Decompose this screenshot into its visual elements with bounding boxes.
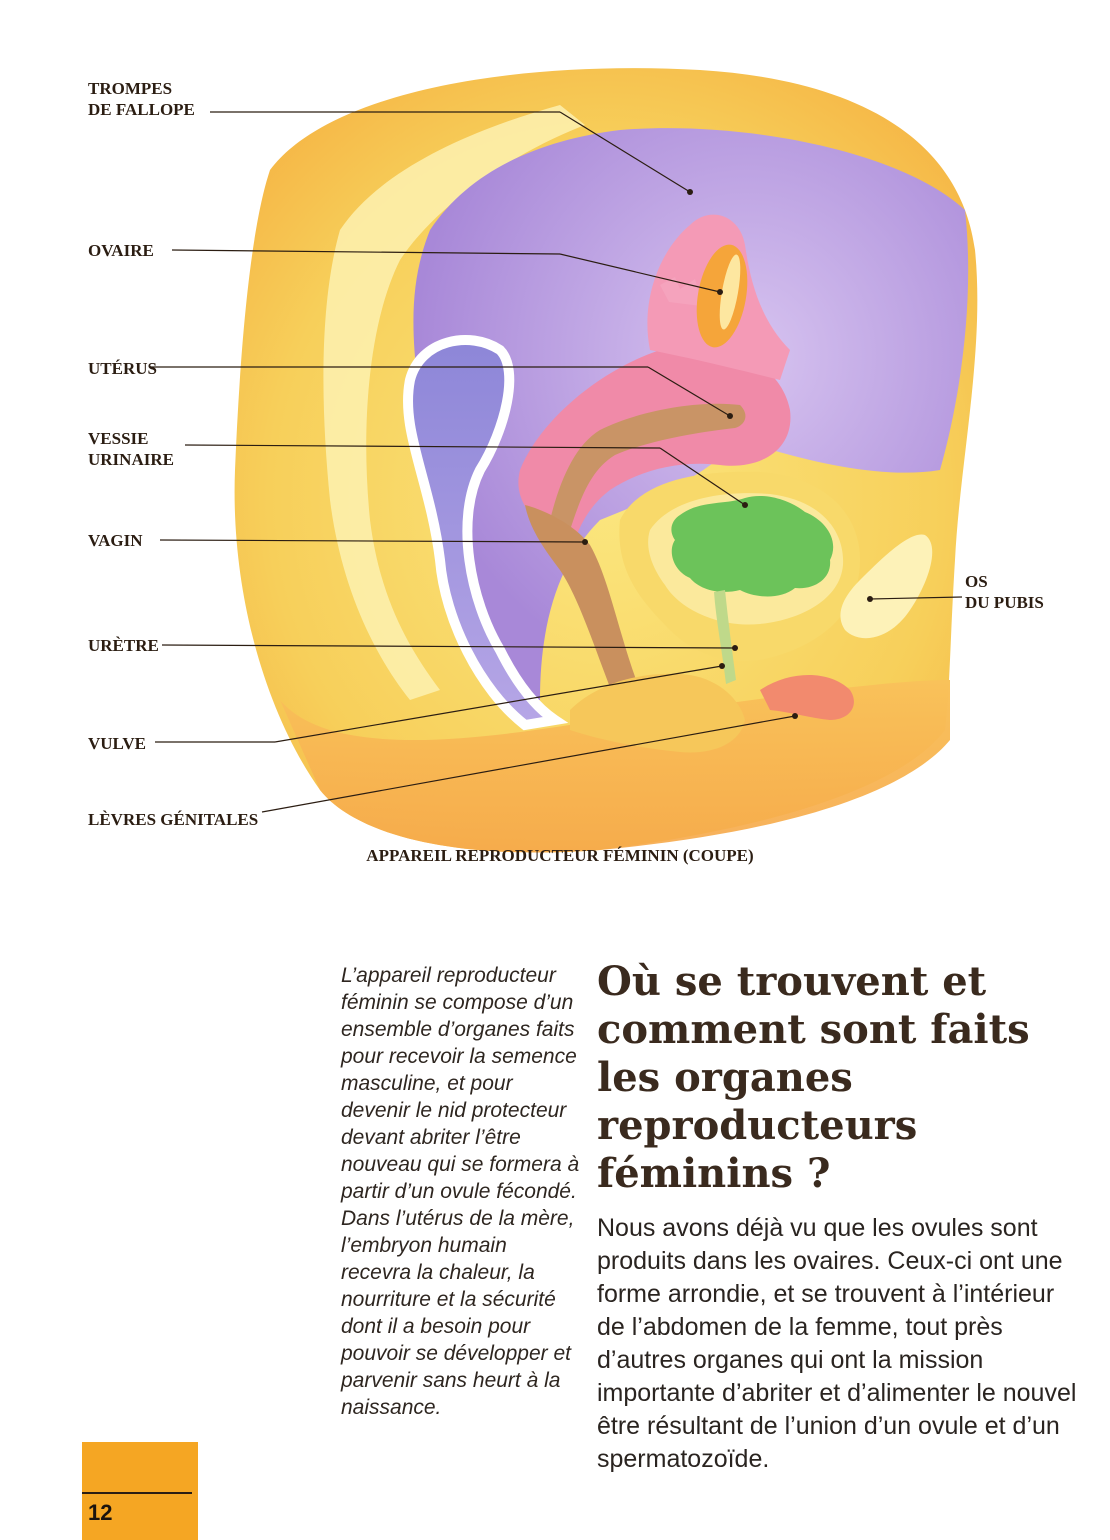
leader-ovary-b xyxy=(559,253,721,293)
label-fallopian-tubes: TROMPES DE FALLOPE xyxy=(88,79,195,119)
illustration-caption: APPAREIL REPRODUCTEUR FÉMININ (COUPE) xyxy=(366,846,754,865)
leader-lines xyxy=(150,111,963,813)
ovary-highlight xyxy=(719,254,741,330)
label-vulva: VULVE xyxy=(88,734,146,753)
lower-body xyxy=(280,680,950,853)
leader-fallopian-b xyxy=(559,111,691,193)
page-tab-rule xyxy=(82,1492,192,1494)
leader-pubis xyxy=(869,596,963,600)
label-pubic-bone: OS DU PUBIS xyxy=(965,572,1044,612)
reproductive-system-illustration xyxy=(150,68,978,853)
uterus xyxy=(518,345,791,540)
leader-bladder xyxy=(184,444,661,449)
urethra xyxy=(714,590,736,684)
label-uterus: UTÉRUS xyxy=(88,359,157,378)
pubic-bone xyxy=(840,534,933,639)
uterine-lining xyxy=(550,403,746,530)
label-labia: LÈVRES GÉNITALES xyxy=(88,810,259,829)
sidenote-text: L’appareil reproducteur féminin se compo… xyxy=(341,964,580,1419)
leader-dots xyxy=(582,189,873,719)
leader-uterus-b xyxy=(647,366,731,417)
labia xyxy=(760,675,854,720)
leader-bladder-b xyxy=(659,447,746,506)
label-bladder: VESSIE URINAIRE xyxy=(88,429,174,469)
leader-labia xyxy=(261,715,796,813)
section-heading: Où se trouvent et comment sont faits les… xyxy=(597,958,1030,1197)
leader-ovary xyxy=(171,249,561,255)
label-urethra: URÈTRE xyxy=(88,636,159,655)
page-number: 12 xyxy=(88,1500,113,1525)
leader-vulva-b xyxy=(274,665,723,743)
body-paragraph: Nous avons déjà vu que les ovules sont p… xyxy=(597,1214,1077,1473)
leader-vagina xyxy=(159,539,586,543)
leader-urethra xyxy=(161,644,736,649)
vagina xyxy=(525,505,640,700)
sacrum-bone xyxy=(323,105,585,700)
page-number-tab xyxy=(82,1442,198,1540)
label-vagina: VAGIN xyxy=(88,531,143,550)
bladder xyxy=(671,495,834,597)
rectum xyxy=(402,335,569,731)
label-ovary: OVAIRE xyxy=(88,241,154,260)
